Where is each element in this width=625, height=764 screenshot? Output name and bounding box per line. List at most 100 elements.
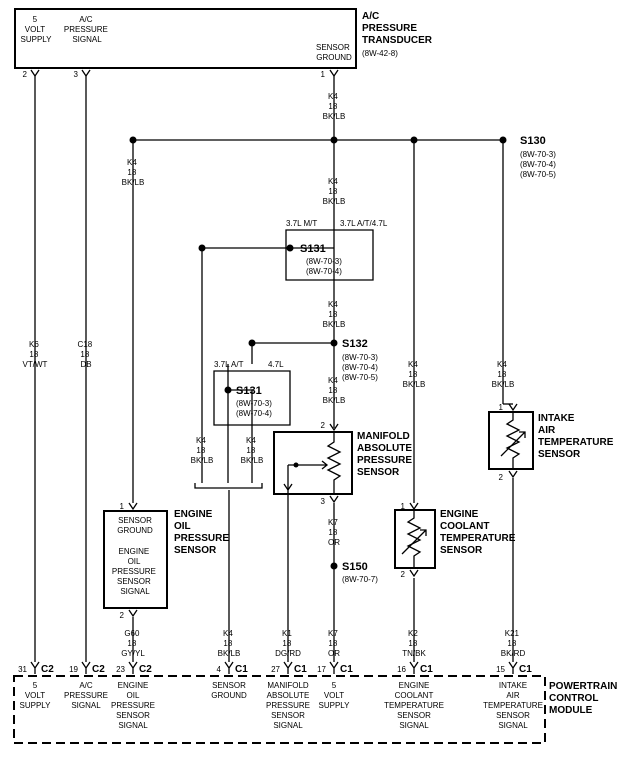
variant-37-at-47: 3.7L A/T/4.7L: [340, 219, 388, 228]
svg-text:S131: S131: [236, 385, 262, 397]
svg-text:(8W-70-3)(8W-70-4)(8W-70-5): (8W-70-3)(8W-70-4)(8W-70-5): [520, 150, 556, 179]
splice-dots: [129, 136, 507, 570]
svg-text:ENGINE COOLANT TEM: ENGINE COOLANT TEMPERATURE SENSOR: [440, 509, 518, 556]
bracket-s131-lower: [213, 370, 291, 426]
wire-label-k21: K21 18 BK/RD: [501, 629, 526, 658]
wire-label-k4-branch-a: K4 18 BK/LB: [191, 436, 214, 465]
wire-label-k1: K1 18 DG/RD: [275, 629, 301, 658]
wire-label-k7-lower: K7 18 OR: [328, 629, 340, 658]
pcm-pin-number: 23: [116, 665, 125, 674]
svg-text:ENGINE OIL PRESSUR: ENGINE OIL PRESSURE SENSOR: [174, 509, 232, 556]
pcm-pin-number: 31: [18, 665, 27, 674]
wire-label-k4-top: K4 18 BK/LB: [323, 92, 346, 121]
pcm-pin-connector-id: C2: [139, 664, 152, 675]
wire-label-k4-branch-b: K4 18 BK/LB: [241, 436, 264, 465]
pcm-pin-connector-id: C1: [519, 664, 532, 675]
pcm-pin-connector: [329, 661, 339, 674]
splice-s150: S150 (8W-70-7): [342, 561, 378, 584]
svg-text:S150: S150: [342, 561, 368, 573]
svg-text:S131: S131: [300, 243, 326, 255]
pcm-pin-connector-id: C2: [92, 664, 105, 675]
transducer-pin-signal-label: A/C PRESSURE SIGNAL: [64, 15, 110, 44]
pcm-pin-connector: [409, 661, 419, 674]
wire-label-k4-ect: K4 18 BK/LB: [403, 360, 426, 389]
svg-text:ENGINE OIL PRESSUR: ENGINE OIL PRESSURE SENSOR SIGNAL: [112, 547, 158, 596]
svg-text:INTAKE AIR TEMPERA: INTAKE AIR TEMPERATURE SENSOR: [538, 413, 616, 460]
svg-text:2: 2: [401, 570, 406, 579]
variant-37-at: 3.7L A/T: [214, 360, 244, 369]
pcm-pin-number: 15: [496, 665, 505, 674]
ac-pressure-transducer: 5 VOLT SUPPLY A/C PRESSURE SIGNAL SENSOR…: [14, 8, 433, 79]
svg-text:(8W-70-3)(8W-70-4)(8W-70-5): (8W-70-3)(8W-70-4)(8W-70-5): [342, 353, 378, 382]
splice-s132: S132 (8W-70-3)(8W-70-4)(8W-70-5): [342, 338, 378, 382]
pcm-pin-number: 19: [69, 665, 78, 674]
svg-text:(8W-70-3)(8W-70-4): (8W-70-3)(8W-70-4): [306, 257, 342, 276]
svg-text:2: 2: [321, 421, 326, 430]
iat-sensor: 1 2 INTAKE AIR TEMPERATURE SENSOR: [488, 403, 616, 482]
svg-text:S130: S130: [520, 135, 546, 147]
pcm-pin-connector-id: C1: [235, 664, 248, 675]
svg-text:1: 1: [499, 403, 504, 412]
iat-thermistor-icon: [505, 412, 521, 469]
transducer-pin-3: 3: [74, 70, 79, 79]
transducer-pin-5v-label: 5 VOLT SUPPLY: [21, 15, 53, 44]
pcm-pin-connector: [283, 661, 293, 674]
wire-label-k4-iat: K4 18 BK/LB: [492, 360, 515, 389]
pcm-pin-connector-id: C1: [294, 664, 307, 675]
wire-label-k4-mid: K4 18 BK/LB: [323, 300, 346, 329]
transducer-pin-ground-label: SENSOR GROUND: [316, 43, 352, 62]
wire-lines: [34, 76, 514, 662]
bracket-merge: [194, 483, 263, 489]
ect-thermistor-icon: [406, 510, 422, 568]
transducer-name: A/C PRESSURE TRANSDUCER: [362, 11, 433, 46]
wire-label-k4-map: K4 18 BK/LB: [323, 376, 346, 405]
svg-text:2: 2: [120, 611, 125, 620]
splice-s131-lower: S131 (8W-70-3)(8W-70-4): [236, 385, 272, 418]
svg-text:(8W-70-7): (8W-70-7): [342, 575, 378, 584]
wire-label-k4-center: K4 18 BK/LB: [323, 177, 346, 206]
wire-label-k4-pcm: K4 18 BK/LB: [218, 629, 241, 658]
transducer-pin-2: 2: [23, 70, 28, 79]
pcm-pin-number: 27: [271, 665, 280, 674]
pcm-pin-connector: [508, 661, 518, 674]
map-sensor: 2 3 MANIFOLD ABSOLUTE PRESSURE SENSOR: [273, 421, 412, 506]
ect-sensor: 1 2 ENGINE COOLANT TEMPERATURE SENSOR: [394, 502, 518, 579]
wire-label-g60: G60 18 GY/YL: [121, 629, 145, 658]
pcm-pin-connector: [81, 661, 91, 674]
bracket-s131-upper: [285, 229, 374, 281]
pcm-pin-connector: [224, 661, 234, 674]
wire-label-c18: C18 18 DB: [78, 340, 95, 369]
splice-s130: S130 (8W-70-3)(8W-70-4)(8W-70-5): [520, 135, 556, 179]
splice-s131-upper: S131 (8W-70-3)(8W-70-4): [300, 243, 342, 276]
transducer-pin-1: 1: [321, 70, 326, 79]
pcm-pin-number: 17: [317, 665, 326, 674]
pcm-pin-connector: [30, 661, 40, 674]
pcm-pin-number: 4: [217, 665, 222, 674]
wire-label-k4-oil: K4 18 BK/LB: [122, 158, 145, 187]
pcm-pin-connector-id: C2: [41, 664, 54, 675]
map-resistor-icon: [326, 432, 342, 494]
transducer-ref: (8W-42-8): [362, 49, 398, 58]
svg-text:(8W-70-3)(8W-70-4): (8W-70-3)(8W-70-4): [236, 399, 272, 418]
wire-label-k6: K6 18 VT/WT: [23, 340, 48, 369]
svg-text:3: 3: [321, 497, 326, 506]
wire-label-k7-upper: K7 18 OR: [328, 518, 340, 547]
svg-text:2: 2: [499, 473, 504, 482]
variant-47: 4.7L: [268, 360, 284, 369]
